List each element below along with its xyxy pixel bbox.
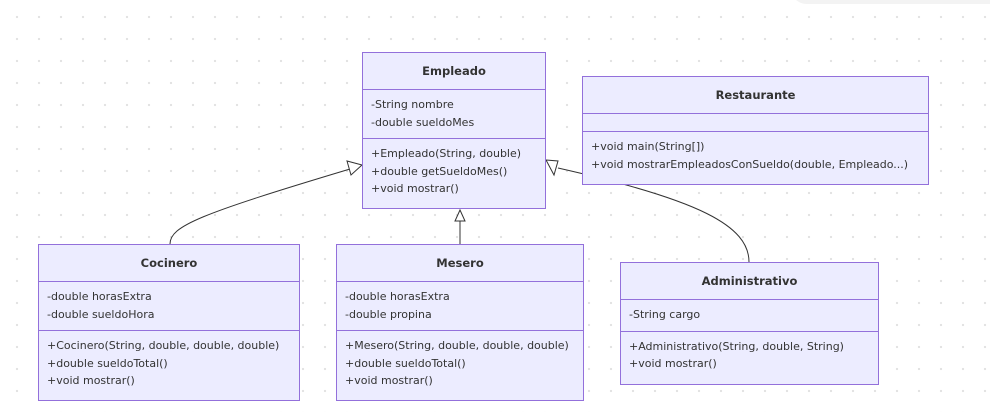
method: +double getSueldoMes() [371, 164, 508, 178]
methods-section: +Administrativo(String, double, String) … [621, 330, 878, 380]
class-mesero[interactable]: Mesero -double horasExtra -double propin… [336, 244, 584, 401]
class-name: Administrativo [701, 274, 798, 288]
attributes-section: -double horasExtra -double sueldoHora [39, 281, 299, 330]
attributes-section [583, 113, 928, 131]
method: +void mostrar() [371, 182, 459, 195]
method: +Empleado(String, double) [371, 147, 522, 160]
attribute: -double horasExtra [345, 290, 450, 303]
method: +Administrativo(String, double, String) [629, 339, 844, 353]
methods-section: +void main(String[]) +void mostrarEmplea… [583, 131, 928, 180]
class-name: Cocinero [140, 256, 198, 270]
method: +Cocinero(String, double, double, double… [47, 339, 280, 352]
class-restaurante[interactable]: Restaurante +void main(String[]) +void m… [582, 76, 929, 185]
method: +void mostrar() [345, 374, 433, 387]
edge-cocinero-empleado [169, 168, 351, 245]
inheritance-arrowhead-mesero [454, 208, 466, 222]
class-name: Restaurante [715, 88, 796, 102]
method: +void mostrarEmpleadosConSueldo(double, … [591, 157, 909, 171]
attribute: -double horasExtra [47, 290, 152, 303]
methods-section: +Empleado(String, double) +double getSue… [363, 138, 545, 205]
attributes-section: -double horasExtra -double propina [337, 281, 583, 330]
inheritance-arrowhead-cocinero [346, 160, 364, 176]
methods-section: +Mesero(String, double, double, double) … [337, 330, 583, 397]
method: +double sueldoTotal() [345, 356, 466, 370]
attribute: -double sueldoHora [47, 307, 155, 321]
method: +Mesero(String, double, double, double) [345, 339, 569, 352]
class-name: Mesero [436, 256, 484, 270]
attribute: -double sueldoMes [371, 115, 475, 129]
attribute: -String nombre [371, 98, 454, 111]
top-toolbar-pill [790, 0, 990, 4]
methods-section: +Cocinero(String, double, double, double… [39, 330, 299, 397]
class-administrativo[interactable]: Administrativo -String cargo +Administra… [620, 262, 879, 385]
class-empleado[interactable]: Empleado -String nombre -double sueldoMe… [362, 52, 546, 209]
method: +void main(String[]) [591, 140, 705, 153]
inheritance-arrowhead-administrativo [545, 159, 559, 177]
class-cocinero[interactable]: Cocinero -double horasExtra -double suel… [38, 244, 300, 401]
attribute: -String cargo [629, 308, 701, 321]
method: +double sueldoTotal() [47, 356, 168, 370]
attributes-section: -String nombre -double sueldoMes [363, 89, 545, 138]
attribute: -double propina [345, 307, 432, 321]
attributes-section: -String cargo [621, 299, 878, 331]
method: +void mostrar() [629, 357, 717, 370]
class-name: Empleado [422, 64, 486, 78]
method: +void mostrar() [47, 374, 135, 387]
